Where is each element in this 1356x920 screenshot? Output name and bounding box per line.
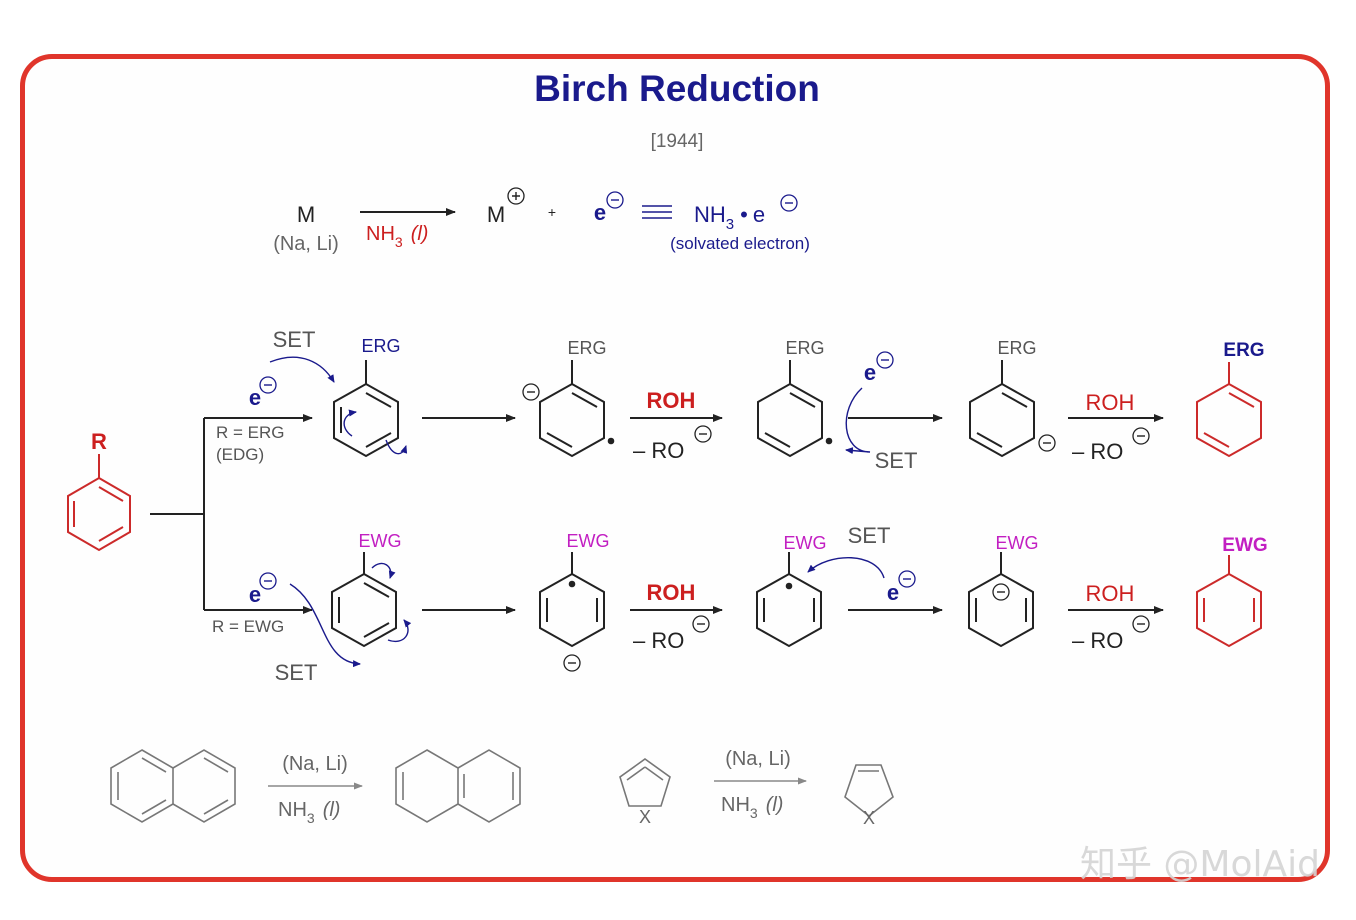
ewg-benzene — [331, 552, 397, 648]
negative-charge-icon — [259, 572, 277, 590]
naphthalene-example: (Na, Li) NH3(l) — [110, 749, 521, 826]
leaving-group-ewg-2: – RO — [1072, 628, 1123, 653]
leaving-group-erg-2: – RO — [1072, 439, 1123, 464]
dienyl-radical-ewg — [756, 552, 822, 648]
leaving-group-ewg: – RO — [633, 628, 684, 653]
set-label-ewg-2: SET — [848, 523, 891, 548]
year-label: [1944] — [651, 131, 704, 152]
dienyl-radical-erg — [757, 360, 823, 458]
heteroatom-x: X — [639, 807, 651, 827]
ewg-label: EWG — [567, 531, 610, 551]
dihydro-heterocycle — [844, 764, 894, 818]
negative-charge-icon — [563, 654, 581, 672]
electron-ewg: e — [249, 582, 261, 607]
product-erg — [1196, 362, 1262, 458]
roh-reagent-erg: ROH — [647, 388, 696, 413]
erg-label: ERG — [997, 338, 1036, 358]
metal-symbol: M — [297, 202, 315, 227]
metal-conditions: (Na, Li) — [282, 753, 348, 775]
electron-erg: e — [249, 385, 261, 410]
ammonia-reagent: NH3(l) — [366, 223, 428, 250]
scheme-frame — [20, 54, 1330, 882]
heterocycle-example: X (Na, Li) NH3(l) X — [619, 748, 894, 828]
solvated-electron-label: (solvated electron) — [670, 234, 810, 253]
negative-charge-icon — [780, 194, 798, 212]
set-curved-arrow — [807, 556, 885, 579]
product-ewg — [1196, 555, 1262, 648]
dienyl-anion-erg — [969, 360, 1035, 458]
electron-push-arrow — [385, 439, 408, 455]
negative-charge-icon — [692, 615, 710, 633]
roh-reagent-ewg: ROH — [647, 580, 696, 605]
solvated-ammonia: NH3•e — [694, 202, 765, 233]
electron-push-arrow — [387, 619, 412, 643]
dienyl-anion-ewg — [968, 552, 1034, 648]
substituent-r: R — [91, 429, 107, 454]
ammonia-conditions: NH3(l) — [278, 799, 340, 826]
naphthalene — [110, 749, 236, 823]
five-membered-heterocycle — [619, 758, 671, 807]
negative-charge-icon — [992, 583, 1010, 601]
electron-ewg-2: e — [887, 580, 899, 605]
negative-charge-icon — [898, 570, 916, 588]
ammonia-conditions: NH3(l) — [721, 794, 783, 821]
negative-charge-icon — [259, 376, 277, 394]
set-label-ewg: SET — [275, 660, 318, 685]
condition-edg: (EDG) — [216, 445, 264, 464]
dihydronaphthalene — [395, 749, 521, 823]
equivalence-icon — [642, 205, 672, 219]
negative-charge-icon — [1038, 434, 1056, 452]
ewg-pathway: e R = EWG SET EWG EWG ROH – RO — [212, 523, 1268, 685]
metal-examples: (Na, Li) — [273, 233, 339, 255]
erg-label: ERG — [1223, 340, 1264, 361]
radical-dot — [825, 437, 833, 445]
condition-erg: R = ERG — [216, 423, 285, 442]
ewg-label: EWG — [784, 533, 827, 553]
ewg-label: EWG — [359, 531, 402, 551]
plus-sign: + — [548, 204, 556, 220]
radical-dot — [568, 580, 576, 588]
solvated-electron-equation: M (Na, Li) NH3(l) M + e NH3•e (solvated … — [273, 187, 810, 255]
ewg-label: EWG — [996, 533, 1039, 553]
negative-charge-icon — [606, 191, 624, 209]
negative-charge-icon — [522, 383, 540, 401]
negative-charge-icon — [876, 351, 894, 369]
erg-label: ERG — [567, 338, 606, 358]
set-curved-arrow — [289, 583, 361, 668]
heteroatom-x: X — [863, 808, 875, 828]
electron-push-arrow — [343, 409, 357, 437]
radical-anion-erg — [539, 360, 605, 458]
set-curved-arrow — [845, 387, 871, 455]
radical-anion-ewg — [539, 552, 605, 648]
metal-conditions: (Na, Li) — [725, 748, 791, 770]
electron-symbol: e — [594, 200, 606, 225]
roh-reagent-erg-2: ROH — [1086, 390, 1135, 415]
erg-label: ERG — [785, 338, 824, 358]
set-label-erg-2: SET — [875, 448, 918, 473]
electron-push-arrow — [371, 562, 396, 579]
roh-reagent-ewg-2: ROH — [1086, 581, 1135, 606]
branch-connector — [150, 414, 313, 614]
radical-dot — [785, 582, 793, 590]
positive-charge-icon — [507, 187, 525, 205]
radical-dot — [607, 437, 615, 445]
erg-benzene — [333, 360, 399, 458]
set-curved-arrow — [269, 356, 335, 383]
page-title: Birch Reduction — [534, 68, 820, 109]
ewg-label: EWG — [1222, 535, 1267, 556]
negative-charge-icon — [1132, 427, 1150, 445]
set-label-erg: SET — [273, 327, 316, 352]
erg-label: ERG — [361, 336, 400, 356]
watermark: 知乎 @MolAid — [1080, 844, 1320, 885]
metal-cation: M — [487, 202, 505, 227]
starting-arene — [67, 454, 131, 552]
electron-erg-2: e — [864, 360, 876, 385]
negative-charge-icon — [1132, 615, 1150, 633]
erg-pathway: SET e R = ERG (EDG) ERG ERG ROH – RO — [216, 327, 1265, 473]
condition-ewg: R = EWG — [212, 617, 284, 636]
leaving-group-erg: – RO — [633, 438, 684, 463]
negative-charge-icon — [694, 425, 712, 443]
